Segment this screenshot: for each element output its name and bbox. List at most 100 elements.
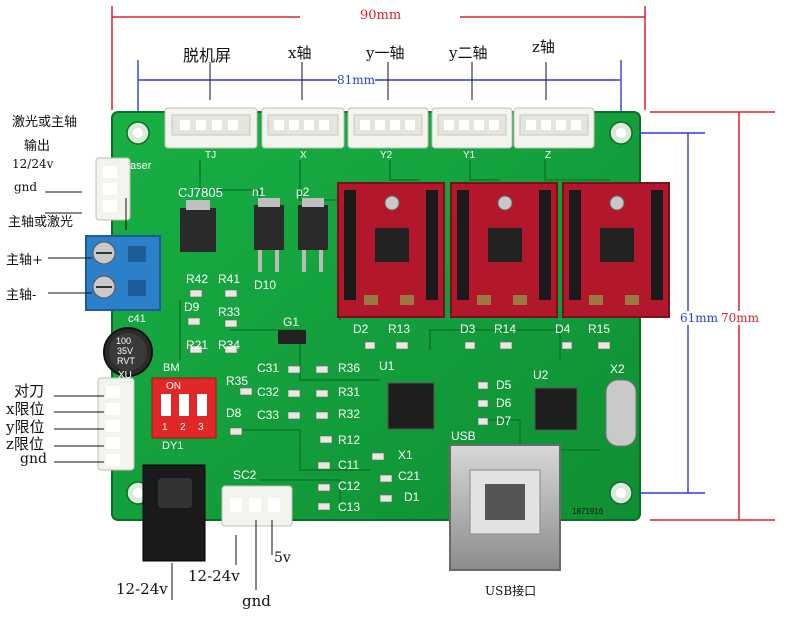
label-spindle-plus: 主轴+	[6, 253, 43, 268]
dc-jack	[142, 464, 206, 562]
silk-c31: C31	[257, 361, 280, 375]
silk-cj7805: CJ7805	[178, 185, 223, 200]
label-spindle-minus: 主轴-	[6, 288, 37, 303]
silk-n1: n1	[252, 185, 266, 199]
dimension-90mm	[111, 6, 646, 110]
silk-r21: R21	[186, 338, 209, 352]
label-dc-in: 12-24v	[116, 580, 168, 598]
stepper-driver-3	[562, 182, 670, 318]
label-z-limit: z限位	[6, 435, 44, 453]
label-y1-axis: y一轴	[366, 44, 405, 62]
label-laser-out-1: 激光或主轴	[12, 115, 78, 130]
label-gnd-top: gnd	[14, 180, 38, 194]
silk-d7: D7	[496, 414, 512, 428]
silk-r33: R33	[218, 305, 241, 319]
chip-u1	[387, 382, 435, 430]
silk-cap-3: RVT	[117, 356, 135, 366]
silk-d6: D6	[496, 396, 512, 410]
silk-laser: aser	[130, 160, 152, 172]
callout-lines	[45, 62, 547, 600]
usb-b-port	[449, 444, 561, 571]
dim-label-90mm: 90mm	[360, 8, 402, 23]
dim-label-81mm: 81mm	[337, 73, 376, 87]
silk-u2: U2	[533, 368, 549, 382]
silk-sw-2: 2	[180, 422, 186, 433]
silk-r14: R14	[494, 322, 517, 336]
label-sc2-5v: 5v	[274, 550, 291, 566]
connector-y1	[431, 107, 513, 149]
silk-x1: X1	[398, 448, 413, 462]
silk-cap-1: 100	[116, 336, 132, 346]
silk-y1: Y1	[463, 150, 476, 161]
label-y-limit: y限位	[6, 418, 45, 436]
silk-cap-2: 35V	[117, 346, 134, 356]
silk-tj: TJ	[205, 150, 217, 161]
silk-r36: R36	[338, 361, 361, 375]
stepper-driver-2	[450, 182, 558, 318]
label-screen: 脱机屏	[183, 46, 232, 65]
silk-y2: Y2	[380, 150, 393, 161]
silk-d3: D3	[460, 322, 476, 336]
mosfet-p2	[298, 198, 328, 272]
chip-u2	[534, 387, 578, 431]
silk-r15: R15	[588, 322, 611, 336]
silk-bm: BM	[163, 362, 180, 374]
mosfet-n1	[254, 198, 284, 272]
label-sc2-power: 12-24v	[188, 567, 240, 585]
dim-label-61mm: 61mm	[680, 311, 719, 325]
silk-z: Z	[545, 150, 552, 161]
label-gnd-limit: gnd	[20, 451, 47, 467]
electrolytic-capacitor	[103, 327, 153, 377]
silk-p2: p2	[296, 185, 310, 199]
label-x-axis: x轴	[288, 44, 312, 62]
silk-c41: c41	[128, 313, 146, 325]
silk-on: ON	[166, 381, 181, 392]
silk-r13: R13	[388, 322, 411, 336]
label-spindle-or-laser: 主轴或激光	[8, 215, 74, 230]
terminal-block	[85, 235, 161, 311]
label-x-limit: x限位	[6, 400, 45, 418]
crystal-x2	[605, 379, 637, 447]
connector-xu	[97, 377, 135, 471]
silk-d9: D9	[184, 300, 200, 314]
label-usb-port: USB接口	[485, 584, 537, 598]
label-y2-axis: y二轴	[449, 44, 488, 62]
silk-d5: D5	[496, 378, 512, 392]
silk-u1: U1	[379, 359, 395, 373]
silk-c12: C12	[338, 479, 361, 493]
dimension-81mm	[137, 60, 622, 118]
silk-r42: R42	[186, 272, 209, 286]
silk-x2: X2	[610, 362, 625, 376]
silk-d10: D10	[254, 278, 277, 292]
silk-r41: R41	[218, 272, 241, 286]
silk-sw-3: 3	[198, 422, 204, 433]
regulator-cj7805	[180, 200, 216, 252]
connector-sc2	[221, 485, 293, 527]
silk-serial: 1871916	[572, 507, 604, 516]
connector-y2	[347, 107, 429, 149]
silk-usb: USB	[451, 429, 476, 443]
silk-x: X	[300, 150, 307, 161]
connector-z	[513, 107, 595, 149]
silk-r35: R35	[226, 374, 249, 388]
silk-xu: XU	[118, 370, 132, 381]
label-12-24v: 12/24v	[12, 157, 54, 171]
silk-c32: C32	[257, 385, 280, 399]
silk-c11: C11	[338, 458, 360, 472]
silk-d2: D2	[353, 322, 369, 336]
connector-laser	[95, 157, 131, 221]
dim-label-70mm: 70mm	[721, 311, 760, 325]
silk-r32: R32	[338, 407, 361, 421]
smd-components	[187, 289, 611, 511]
silk-sw-1: 1	[162, 422, 168, 433]
silk-sc2: SC2	[233, 468, 257, 482]
connector-x	[261, 107, 345, 149]
label-tool-setting: 对刀	[14, 382, 45, 400]
label-sc2-gnd: gnd	[242, 592, 271, 610]
dip-switch	[151, 377, 217, 439]
connector-tj	[164, 107, 258, 149]
silk-g1: G1	[283, 315, 300, 329]
silk-dy1: DY1	[162, 440, 184, 452]
